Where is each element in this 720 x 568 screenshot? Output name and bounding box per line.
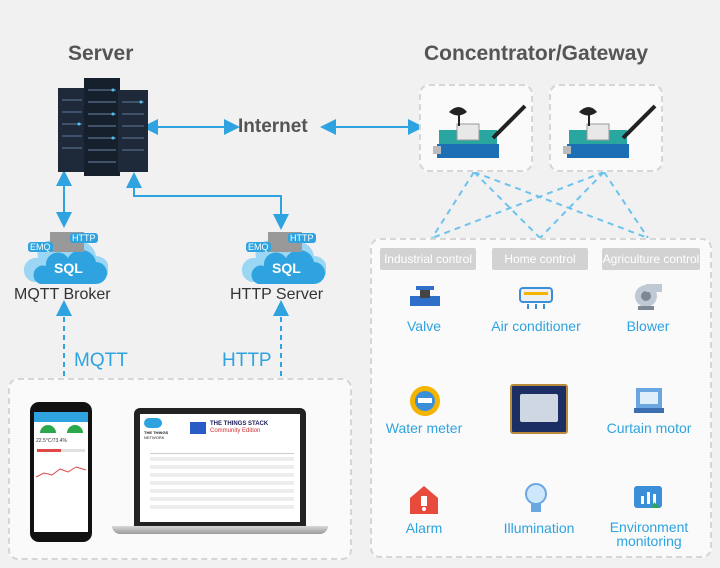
phone-app-bar — [34, 412, 88, 422]
gateway-board-icon — [563, 104, 657, 158]
phone-chart — [35, 466, 87, 478]
http-server-cloud: EMQ HTTP SQL — [238, 226, 326, 286]
phone-gauges — [34, 422, 88, 436]
laptop-table — [150, 448, 294, 513]
gauge-icon — [66, 425, 83, 433]
server-rack-icon — [58, 78, 148, 176]
ttn-brand: THE THINGS — [144, 430, 169, 435]
environment-monitoring-label: Environment monitoring — [598, 520, 700, 548]
valve-icon — [410, 286, 440, 306]
curtain-motor-label: Curtain motor — [606, 420, 692, 436]
phone-slider — [37, 449, 85, 452]
emq-badge: EMQ — [246, 242, 271, 252]
water-meter-label: Water meter — [385, 420, 463, 436]
phone: 22.5℃/73.4% — [30, 402, 92, 542]
ttn-logo-icon — [144, 418, 162, 428]
gateway-title: Concentrator/Gateway — [424, 42, 649, 65]
gateway-mesh-links — [431, 171, 649, 239]
gateway-2 — [549, 84, 663, 172]
internet-label: Internet — [238, 116, 308, 137]
environment-label-line2: monitoring — [616, 533, 682, 549]
phone-screen: 22.5℃/73.4% — [34, 412, 88, 532]
environment-monitoring-icon — [634, 486, 662, 508]
tts-title: THE THINGS STACK — [210, 421, 269, 427]
curtain-motor-icon — [634, 388, 664, 413]
air-conditioner-icon — [519, 287, 553, 309]
air-conditioner-label: Air conditioner — [491, 318, 581, 334]
module-shield — [520, 394, 558, 422]
valve-label: Valve — [407, 318, 441, 334]
http-badge: HTTP — [70, 233, 98, 243]
emq-badge: EMQ — [28, 242, 53, 252]
category-agriculture: Agriculture control — [602, 248, 700, 270]
category-industrial: Industrial control — [380, 248, 476, 270]
blower-label: Blower — [626, 318, 670, 334]
blower-icon — [635, 284, 662, 310]
mqtt-protocol-label: MQTT — [74, 350, 128, 371]
mqtt-broker-cloud: EMQ HTTP SQL — [20, 226, 108, 286]
http-badge: HTTP — [288, 233, 316, 243]
laptop: THE THINGS NETWORK THE THINGS STACK Comm… — [134, 408, 306, 526]
sql-label: SQL — [272, 260, 301, 276]
http-server-label: HTTP Server — [230, 286, 324, 303]
alarm-icon — [410, 486, 438, 514]
http-protocol-label: HTTP — [222, 350, 272, 371]
illumination-label: Illumination — [503, 520, 575, 536]
phone-reading: 22.5℃/73.4% — [36, 438, 67, 444]
tts-logo-icon — [190, 422, 206, 434]
gateway-board-icon — [433, 104, 527, 158]
server-title: Server — [68, 42, 134, 65]
mqtt-broker-label: MQTT Broker — [14, 286, 111, 303]
illumination-icon — [525, 483, 547, 512]
tts-edition: Community Edition — [210, 428, 261, 434]
environment-label-line1: Environment — [609, 519, 689, 535]
server-http-arrow — [126, 172, 289, 230]
water-meter-icon — [410, 386, 440, 416]
category-home: Home control — [492, 248, 588, 270]
gauge-icon — [39, 425, 56, 433]
laptop-screen: THE THINGS NETWORK THE THINGS STACK Comm… — [140, 414, 300, 522]
sql-label: SQL — [54, 260, 83, 276]
gateway-1 — [419, 84, 533, 172]
alarm-label: Alarm — [405, 520, 443, 536]
ttn-brand-sub: NETWORK — [144, 435, 165, 440]
lora-module — [510, 384, 568, 434]
laptop-base — [112, 526, 328, 534]
